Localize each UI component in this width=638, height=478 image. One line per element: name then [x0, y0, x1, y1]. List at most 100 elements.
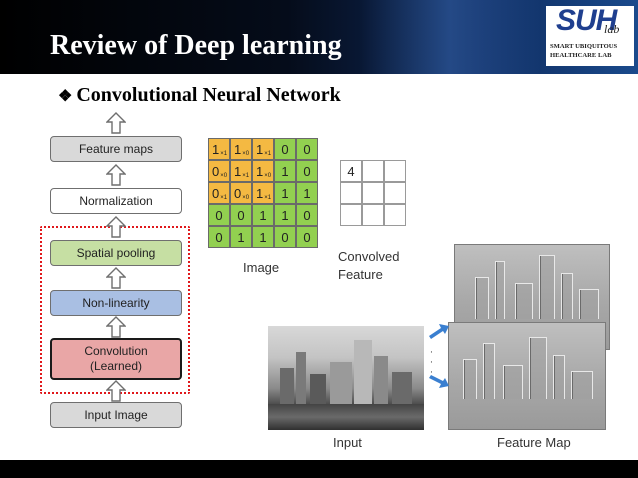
convolved-cell: [340, 182, 362, 204]
matrix-cell-value: 1: [211, 141, 220, 157]
matrix-cell: 0: [274, 138, 296, 160]
kernel-weight: ×0: [264, 173, 272, 179]
matrix-cell: 1×1: [252, 182, 274, 204]
stage-non-linearity: Non-linearity: [50, 290, 182, 316]
kernel-weight: ×0: [242, 151, 250, 157]
matrix-cell-value: 1: [255, 141, 264, 157]
kernel-weight: ×1: [220, 151, 228, 157]
arrow-right-icon: [429, 375, 449, 388]
diamond-bullet-icon: ❖: [58, 88, 73, 105]
logo-lab-text: lab: [604, 22, 620, 36]
convolved-cell: 4: [340, 160, 362, 182]
matrix-cell-value: 0: [281, 229, 289, 245]
matrix-cell: 1×0: [230, 138, 252, 160]
up-arrow-icon: [106, 164, 126, 186]
matrix-cell-value: 1: [303, 185, 311, 201]
stage-spatial-pooling: Spatial pooling: [50, 240, 182, 266]
matrix-cell: 1×1: [252, 138, 274, 160]
matrix-cell: 1: [252, 226, 274, 248]
logo-line2: HEALTHCARE LAB: [550, 52, 612, 59]
matrix-cell: 0: [296, 226, 318, 248]
kernel-weight: ×1: [220, 195, 228, 201]
matrix-cell: 1×0: [252, 160, 274, 182]
matrix-cell-value: 0: [303, 229, 311, 245]
matrix-cell: 1: [296, 182, 318, 204]
convolved-cell: [362, 160, 384, 182]
matrix-cell-value: 0: [233, 185, 242, 201]
matrix-cell: 0: [296, 204, 318, 226]
feature-map-image-front: [448, 322, 606, 430]
matrix-cell: 0×1: [208, 182, 230, 204]
matrix-cell-value: 1: [259, 207, 267, 223]
kernel-weight: ×1: [242, 173, 250, 179]
matrix-cell: 0×0: [208, 160, 230, 182]
matrix-cell: 1: [274, 204, 296, 226]
convolved-cell: [384, 182, 406, 204]
kernel-weight: ×1: [264, 195, 272, 201]
stage-convolution: Convolution (Learned): [50, 338, 182, 380]
matrix-cell-value: 0: [211, 185, 220, 201]
ellipsis-dots: · · ·: [430, 348, 433, 378]
up-arrow-icon: [106, 216, 126, 238]
matrix-cell: 1: [274, 182, 296, 204]
matrix-cell-value: 1: [233, 163, 242, 179]
matrix-cell: 1: [230, 226, 252, 248]
matrix-cell-value: 1: [281, 207, 289, 223]
matrix-cell: 1×1: [208, 138, 230, 160]
matrix-cell: 0: [296, 138, 318, 160]
matrix-cell-value: 0: [303, 207, 311, 223]
title-bar: Review of Deep learning SUH lab SMART UB…: [0, 0, 638, 74]
matrix-cell-value: 0: [281, 141, 289, 157]
slide-title: Review of Deep learning: [50, 30, 342, 61]
matrix-cell-value: 0: [215, 229, 223, 245]
convolved-cell: [384, 204, 406, 226]
arrow-right-icon: [429, 324, 449, 339]
matrix-cell: 0: [296, 160, 318, 182]
stage-input-image: Input Image: [50, 402, 182, 428]
matrix-cell: 1: [252, 204, 274, 226]
matrix-cell: 0: [274, 226, 296, 248]
image-matrix-label: Image: [243, 260, 280, 275]
matrix-cell-value: 1: [281, 185, 289, 201]
matrix-cell-value: 0: [237, 207, 245, 223]
matrix-cell-value: 0: [215, 207, 223, 223]
convolved-cell: [362, 204, 384, 226]
convolved-cell: [384, 160, 406, 182]
up-arrow-icon: [106, 267, 126, 289]
section-heading-text: Convolutional Neural Network: [76, 84, 341, 106]
input-city-photo: [268, 326, 424, 430]
matrix-cell: 0: [230, 204, 252, 226]
matrix-cell-value: 1: [255, 185, 264, 201]
matrix-cell-value: 0: [303, 163, 311, 179]
matrix-cell: 0×0: [230, 182, 252, 204]
matrix-cell-value: 1: [233, 141, 242, 157]
matrix-cell-value: 0: [211, 163, 220, 179]
feature-map-label: Feature Map: [497, 435, 571, 450]
lab-logo: SUH lab SMART UBIQUITOUS HEALTHCARE LAB: [546, 4, 634, 66]
logo-mark: SUH: [556, 4, 617, 37]
matrix-cell-value: 1: [281, 163, 289, 179]
convolved-label-line2: Feature: [338, 267, 383, 282]
kernel-weight: ×0: [242, 195, 250, 201]
matrix-cell-value: 0: [303, 141, 311, 157]
input-photo-label: Input: [333, 435, 362, 450]
section-heading: ❖Convolutional Neural Network: [58, 84, 341, 107]
convolved-label-line1: Convolved: [338, 249, 400, 264]
matrix-cell: 1: [274, 160, 296, 182]
kernel-weight: ×0: [220, 173, 228, 179]
convolved-label: Convolved Feature: [338, 248, 399, 284]
stage-normalization: Normalization: [50, 188, 182, 214]
up-arrow-icon: [106, 380, 126, 402]
matrix-cell-value: 1: [255, 163, 264, 179]
up-arrow-icon: [106, 112, 126, 134]
matrix-cell-value: 1: [237, 229, 245, 245]
header-glow: [360, 0, 540, 74]
kernel-weight: ×1: [264, 151, 272, 157]
up-arrow-icon: [106, 316, 126, 338]
convolved-cell: [340, 204, 362, 226]
logo-line1: SMART UBIQUITOUS: [550, 43, 618, 50]
matrix-cell-value: 1: [259, 229, 267, 245]
matrix-cell: 0: [208, 204, 230, 226]
stage-feature-maps: Feature maps: [50, 136, 182, 162]
footer-bar: [0, 460, 638, 478]
